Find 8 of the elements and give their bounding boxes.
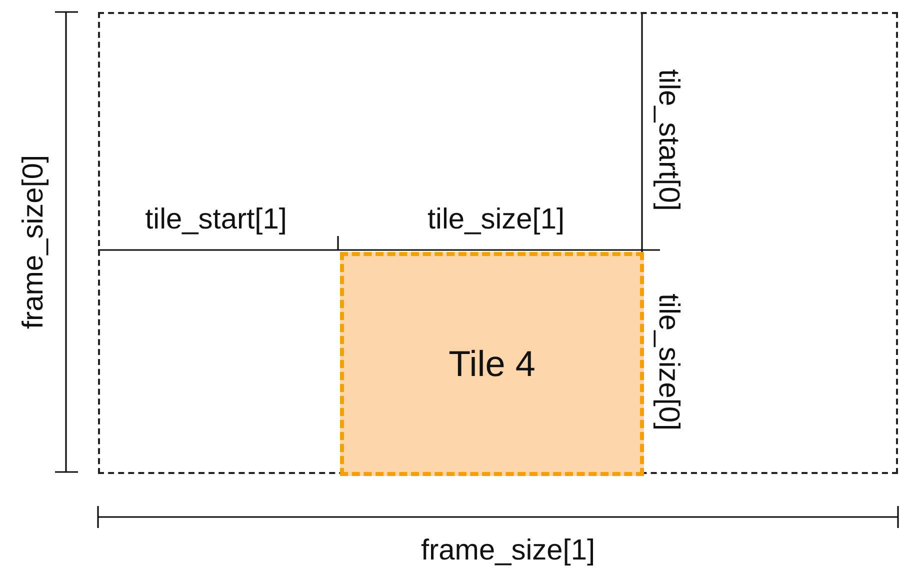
tile-box: Tile 4 bbox=[340, 252, 644, 476]
dimension-label: frame_size[0] bbox=[20, 154, 48, 330]
dimension-label: tile_size[0] bbox=[654, 294, 682, 430]
dimension-label: tile_size[1] bbox=[428, 206, 564, 234]
frame-box bbox=[98, 12, 898, 474]
dimension-label: frame_size[1] bbox=[420, 536, 596, 566]
dimension-label: tile_start[1] bbox=[145, 206, 287, 234]
dimension-label: tile_start[0] bbox=[654, 69, 682, 211]
